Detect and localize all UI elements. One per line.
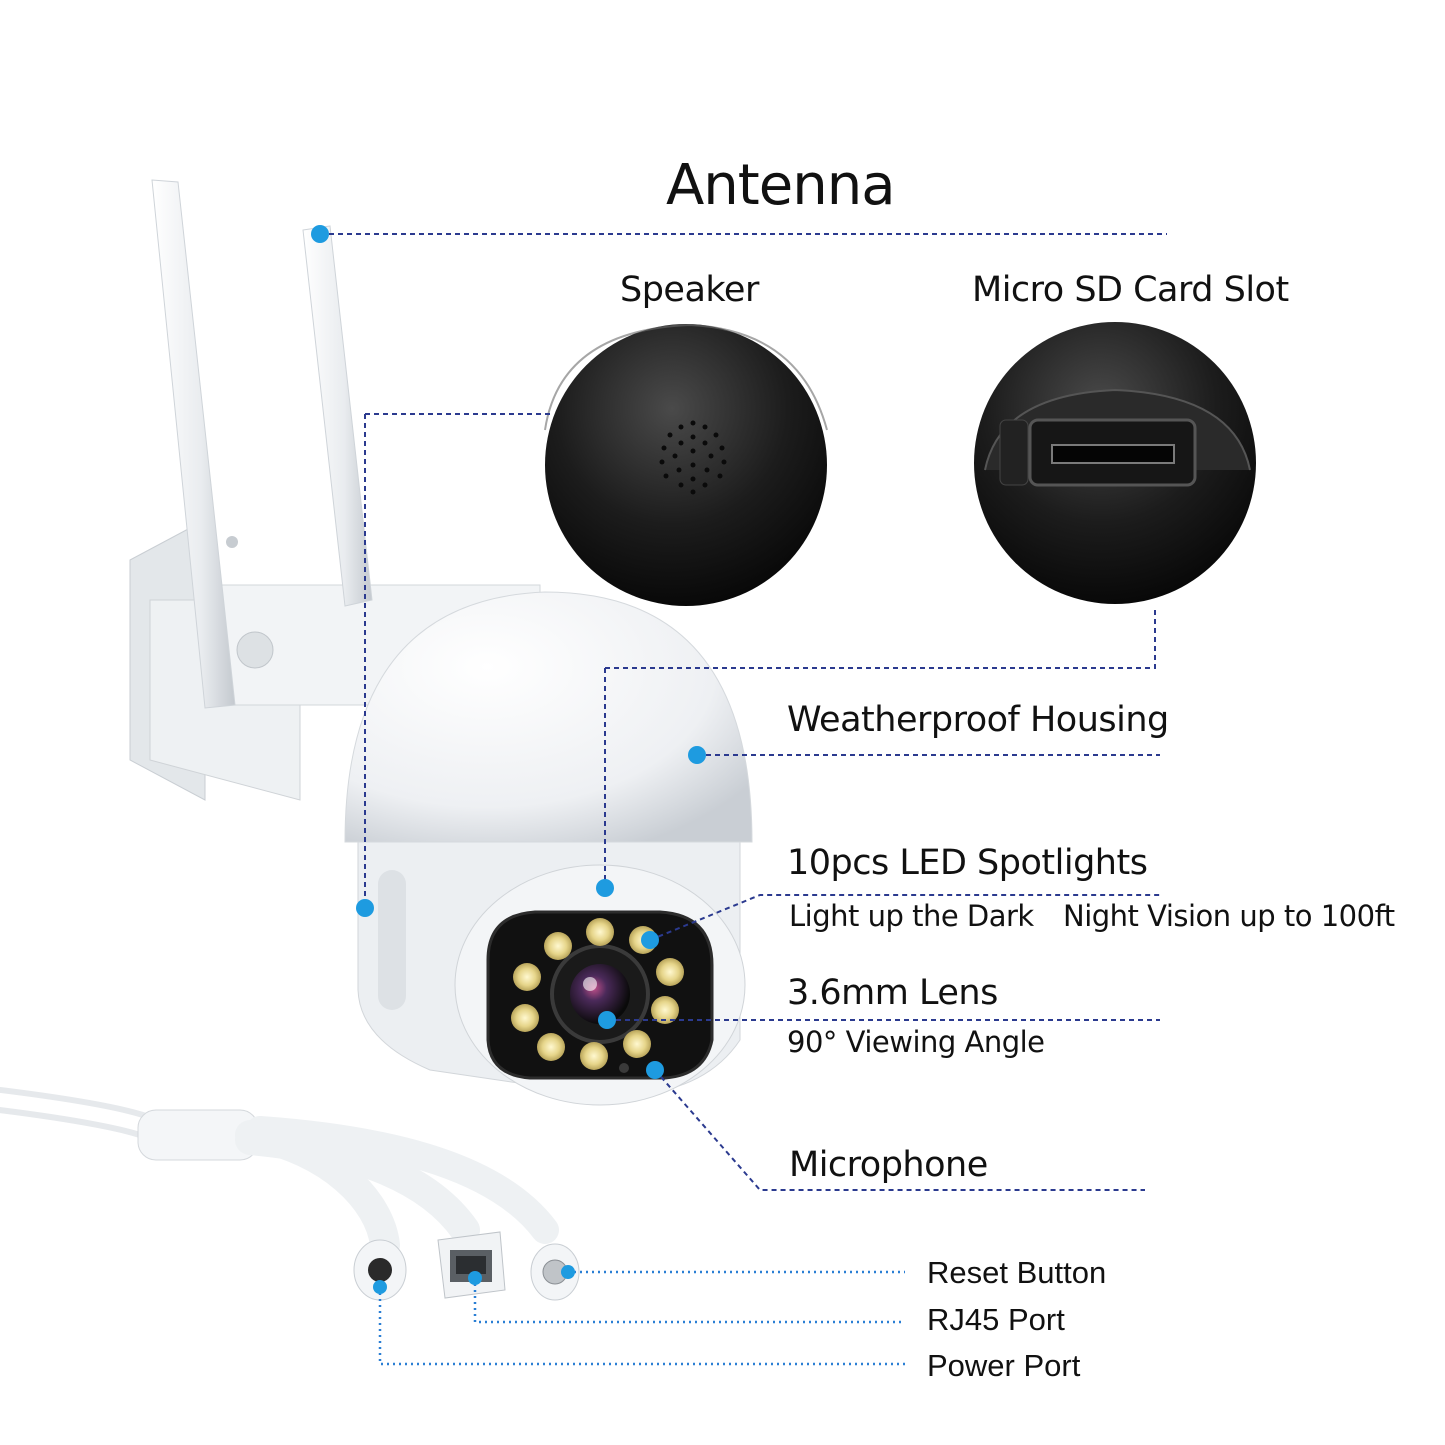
led-sub-label-dark: Light up the Dark: [789, 899, 1034, 933]
lens-marker-icon: [598, 1011, 616, 1029]
antenna-marker-icon: [311, 225, 329, 243]
led-sub-label-night: Night Vision up to 100ft: [1063, 899, 1395, 933]
lens-sub-label: 90° Viewing Angle: [787, 1025, 1045, 1059]
led-marker-icon: [641, 931, 659, 949]
speaker-marker-icon: [356, 899, 374, 917]
callout-markers: [311, 225, 706, 1294]
speaker-inset: [544, 323, 828, 606]
lens-label: 3.6mm Lens: [787, 973, 998, 1013]
mic-marker-icon: [646, 1061, 664, 1079]
sd-card-label: Micro SD Card Slot: [972, 270, 1289, 310]
weatherproof-dome: [344, 591, 753, 843]
sd-card-inset: [974, 322, 1256, 604]
speaker-grille-icon: [659, 420, 727, 495]
rj45-port-label: RJ45 Port: [927, 1302, 1065, 1337]
reset-button-label: Reset Button: [927, 1255, 1107, 1290]
wall-mount: [129, 519, 541, 801]
camera-head: [454, 864, 746, 1106]
housing-slot: [378, 870, 406, 1010]
antenna-label: Antenna: [666, 153, 896, 218]
port-callout-lines: [378, 1270, 905, 1366]
led-label: 10pcs LED Spotlights: [787, 843, 1148, 883]
callout-lines: [320, 233, 1167, 1191]
microphone-label: Microphone: [789, 1145, 988, 1185]
housing-label: Weatherproof Housing: [787, 700, 1169, 740]
power-port-label: Power Port: [927, 1348, 1081, 1383]
reset-marker-icon: [561, 1265, 575, 1279]
sd-marker-icon: [596, 879, 614, 897]
power-marker-icon: [373, 1280, 387, 1294]
cable-assembly: [0, 1087, 580, 1301]
rj45-marker-icon: [468, 1271, 482, 1285]
speaker-label: Speaker: [620, 270, 759, 310]
housing-marker-icon: [688, 746, 706, 764]
